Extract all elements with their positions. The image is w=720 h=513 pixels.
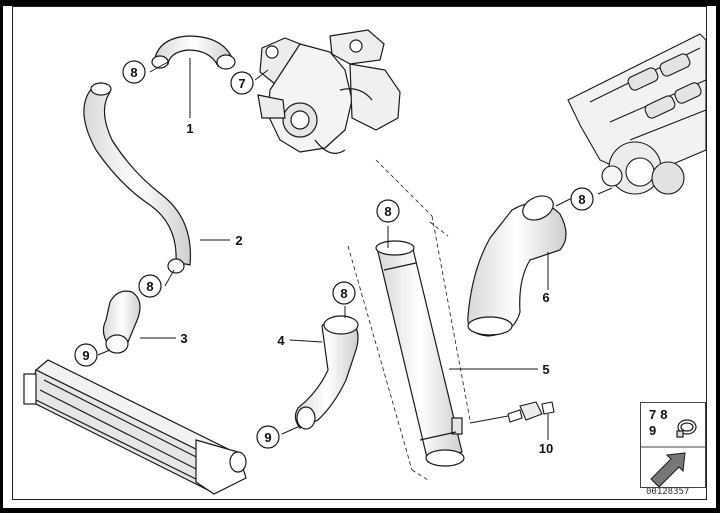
legend-7: 7	[649, 407, 657, 422]
callout-circle-8-pipe	[376, 199, 400, 223]
assembly-lines	[347, 159, 471, 481]
callout-10: 10	[539, 441, 553, 456]
legend-graphics	[641, 419, 705, 487]
arrow-icon	[650, 452, 686, 487]
callout-8-top: 8	[130, 65, 137, 80]
callout-8-left: 8	[146, 279, 153, 294]
callout-2: 2	[235, 233, 242, 248]
turbocharger-drawing	[257, 29, 401, 154]
callout-3: 3	[180, 331, 187, 346]
callout-5: 5	[542, 362, 549, 377]
callout-circle-8-top	[122, 60, 146, 84]
hose-6-drawing	[467, 195, 567, 337]
hose-clamp-icon	[676, 419, 697, 438]
hose-4-drawing	[294, 315, 359, 430]
hose-3-drawing	[102, 290, 141, 354]
legend-8: 8	[660, 407, 668, 422]
callout-circle-8-center	[332, 281, 356, 305]
callout-8-right: 8	[578, 192, 585, 207]
callout-8-pipe: 8	[384, 204, 391, 219]
callout-circle-9-left	[74, 343, 98, 367]
sensor-10-drawing	[507, 401, 555, 423]
callout-circle-9-bottom	[256, 425, 280, 449]
intercooler-drawing	[23, 359, 247, 495]
callout-9-bottom: 9	[264, 430, 271, 445]
callout-circle-8-left	[138, 274, 162, 298]
pipe-5-drawing	[375, 240, 465, 467]
leader-lines	[97, 58, 613, 440]
hose-1-drawing	[151, 35, 236, 70]
callout-7: 7	[238, 76, 245, 91]
callout-circle-7	[230, 71, 254, 95]
callout-6: 6	[542, 290, 549, 305]
callout-1: 1	[186, 121, 193, 136]
hose-2-drawing	[83, 82, 192, 274]
callout-9-left: 9	[82, 348, 89, 363]
diagram-frame	[12, 6, 707, 500]
intake-manifold-drawing	[567, 33, 707, 195]
image-code: 00128357	[646, 487, 690, 497]
callout-8-center: 8	[340, 286, 347, 301]
callout-4: 4	[277, 333, 285, 348]
callout-circle-8-right	[570, 187, 594, 211]
legend-9: 9	[649, 423, 657, 438]
